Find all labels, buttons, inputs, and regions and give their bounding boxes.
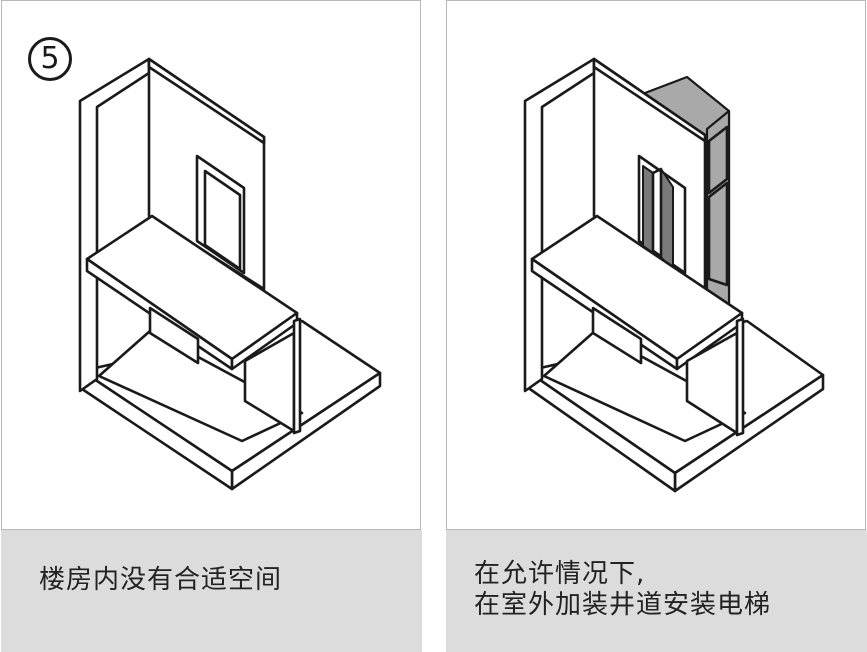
elevator-door-right-leaf <box>660 168 674 272</box>
caption-right: 在允许情况下, 在室外加装井道安装电梯 <box>446 530 867 652</box>
lower-room-floor <box>97 329 304 443</box>
lower-room-floor <box>542 329 747 443</box>
door-frame-inner <box>203 169 242 271</box>
illustration-building-with-shaft <box>446 0 866 530</box>
building-line-drawing <box>78 57 382 491</box>
step-number-badge: 5 <box>28 37 72 81</box>
elevator-car-inner <box>651 167 663 259</box>
lower-right-wall-edge <box>292 317 302 435</box>
lower-partition-wall <box>591 306 643 365</box>
door-frame-outer <box>195 154 246 275</box>
lower-partition-wall <box>148 306 200 365</box>
shaft-panel-lower <box>707 181 729 287</box>
caption-left: 楼房内没有合适空间 <box>1 530 422 652</box>
caption-right-line-2: 在室外加装井道安装电梯 <box>474 590 772 620</box>
lower-right-wall-edge <box>735 317 745 437</box>
panel-exterior-elevator-shaft: 在允许情况下, 在室外加装井道安装电梯 <box>446 0 867 652</box>
building-with-shaft-drawing <box>523 57 825 493</box>
back-wall-top-edge <box>592 57 707 143</box>
panel-building-without-space: 5 楼房内没有合适空间 <box>1 0 422 652</box>
back-wall-top-edge <box>147 57 266 145</box>
door-frame <box>637 154 687 275</box>
caption-left-text: 楼房内没有合适空间 <box>39 565 283 595</box>
caption-right-line-1: 在允许情况下, <box>474 559 646 589</box>
elevator-door-left-leaf <box>642 165 654 254</box>
illustration-building-interior: 5 <box>1 0 421 530</box>
shaft-panel-upper <box>707 125 729 195</box>
